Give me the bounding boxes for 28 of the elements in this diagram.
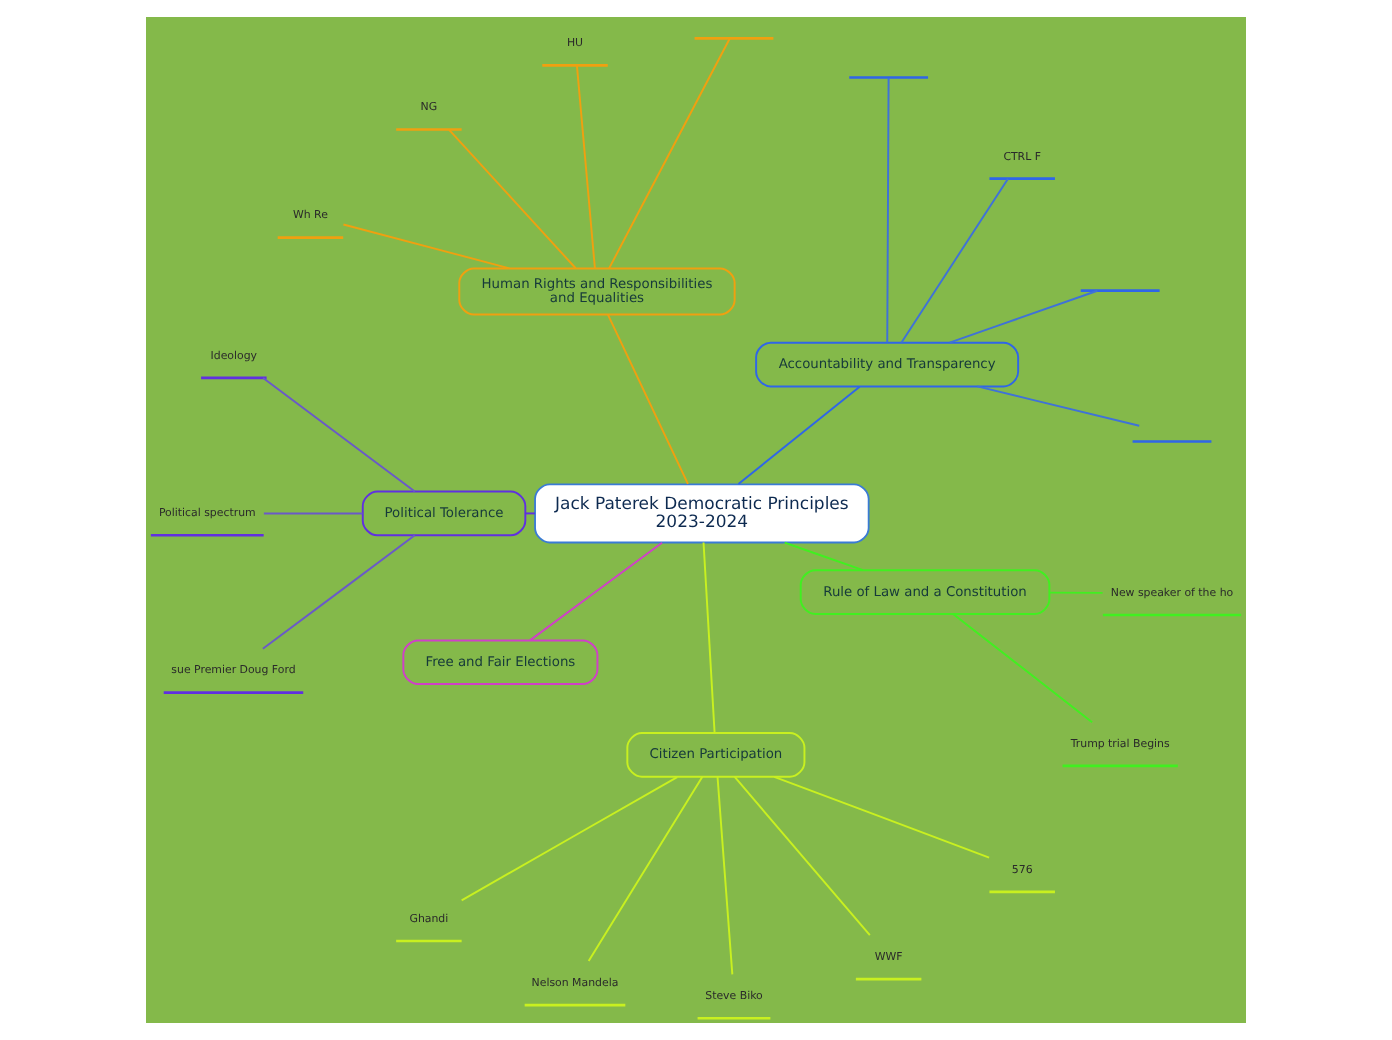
connector [606, 313, 689, 485]
connector [342, 223, 511, 270]
connector [952, 613, 1094, 724]
connector [460, 776, 679, 902]
connector [716, 775, 734, 976]
connector [262, 512, 364, 515]
connector [448, 128, 577, 270]
connector [587, 775, 704, 963]
connector [900, 177, 1009, 344]
connector [529, 541, 663, 642]
connector [733, 775, 871, 937]
connector [575, 64, 596, 270]
connector [948, 289, 1099, 344]
connector [773, 775, 991, 859]
connector [976, 385, 1141, 427]
connector [608, 37, 731, 270]
connector [886, 77, 890, 344]
connector [737, 385, 861, 485]
node-bar [1132, 440, 1212, 443]
node-bar [694, 36, 774, 40]
connector [262, 377, 416, 493]
connector [702, 541, 716, 734]
connector [524, 512, 536, 515]
node-box: Jack Paterek Democratic Principles 2023-2024 [534, 483, 870, 544]
node-bar [849, 76, 929, 79]
connector [261, 534, 416, 650]
connector [1048, 591, 1104, 594]
node-bar [1080, 289, 1160, 292]
